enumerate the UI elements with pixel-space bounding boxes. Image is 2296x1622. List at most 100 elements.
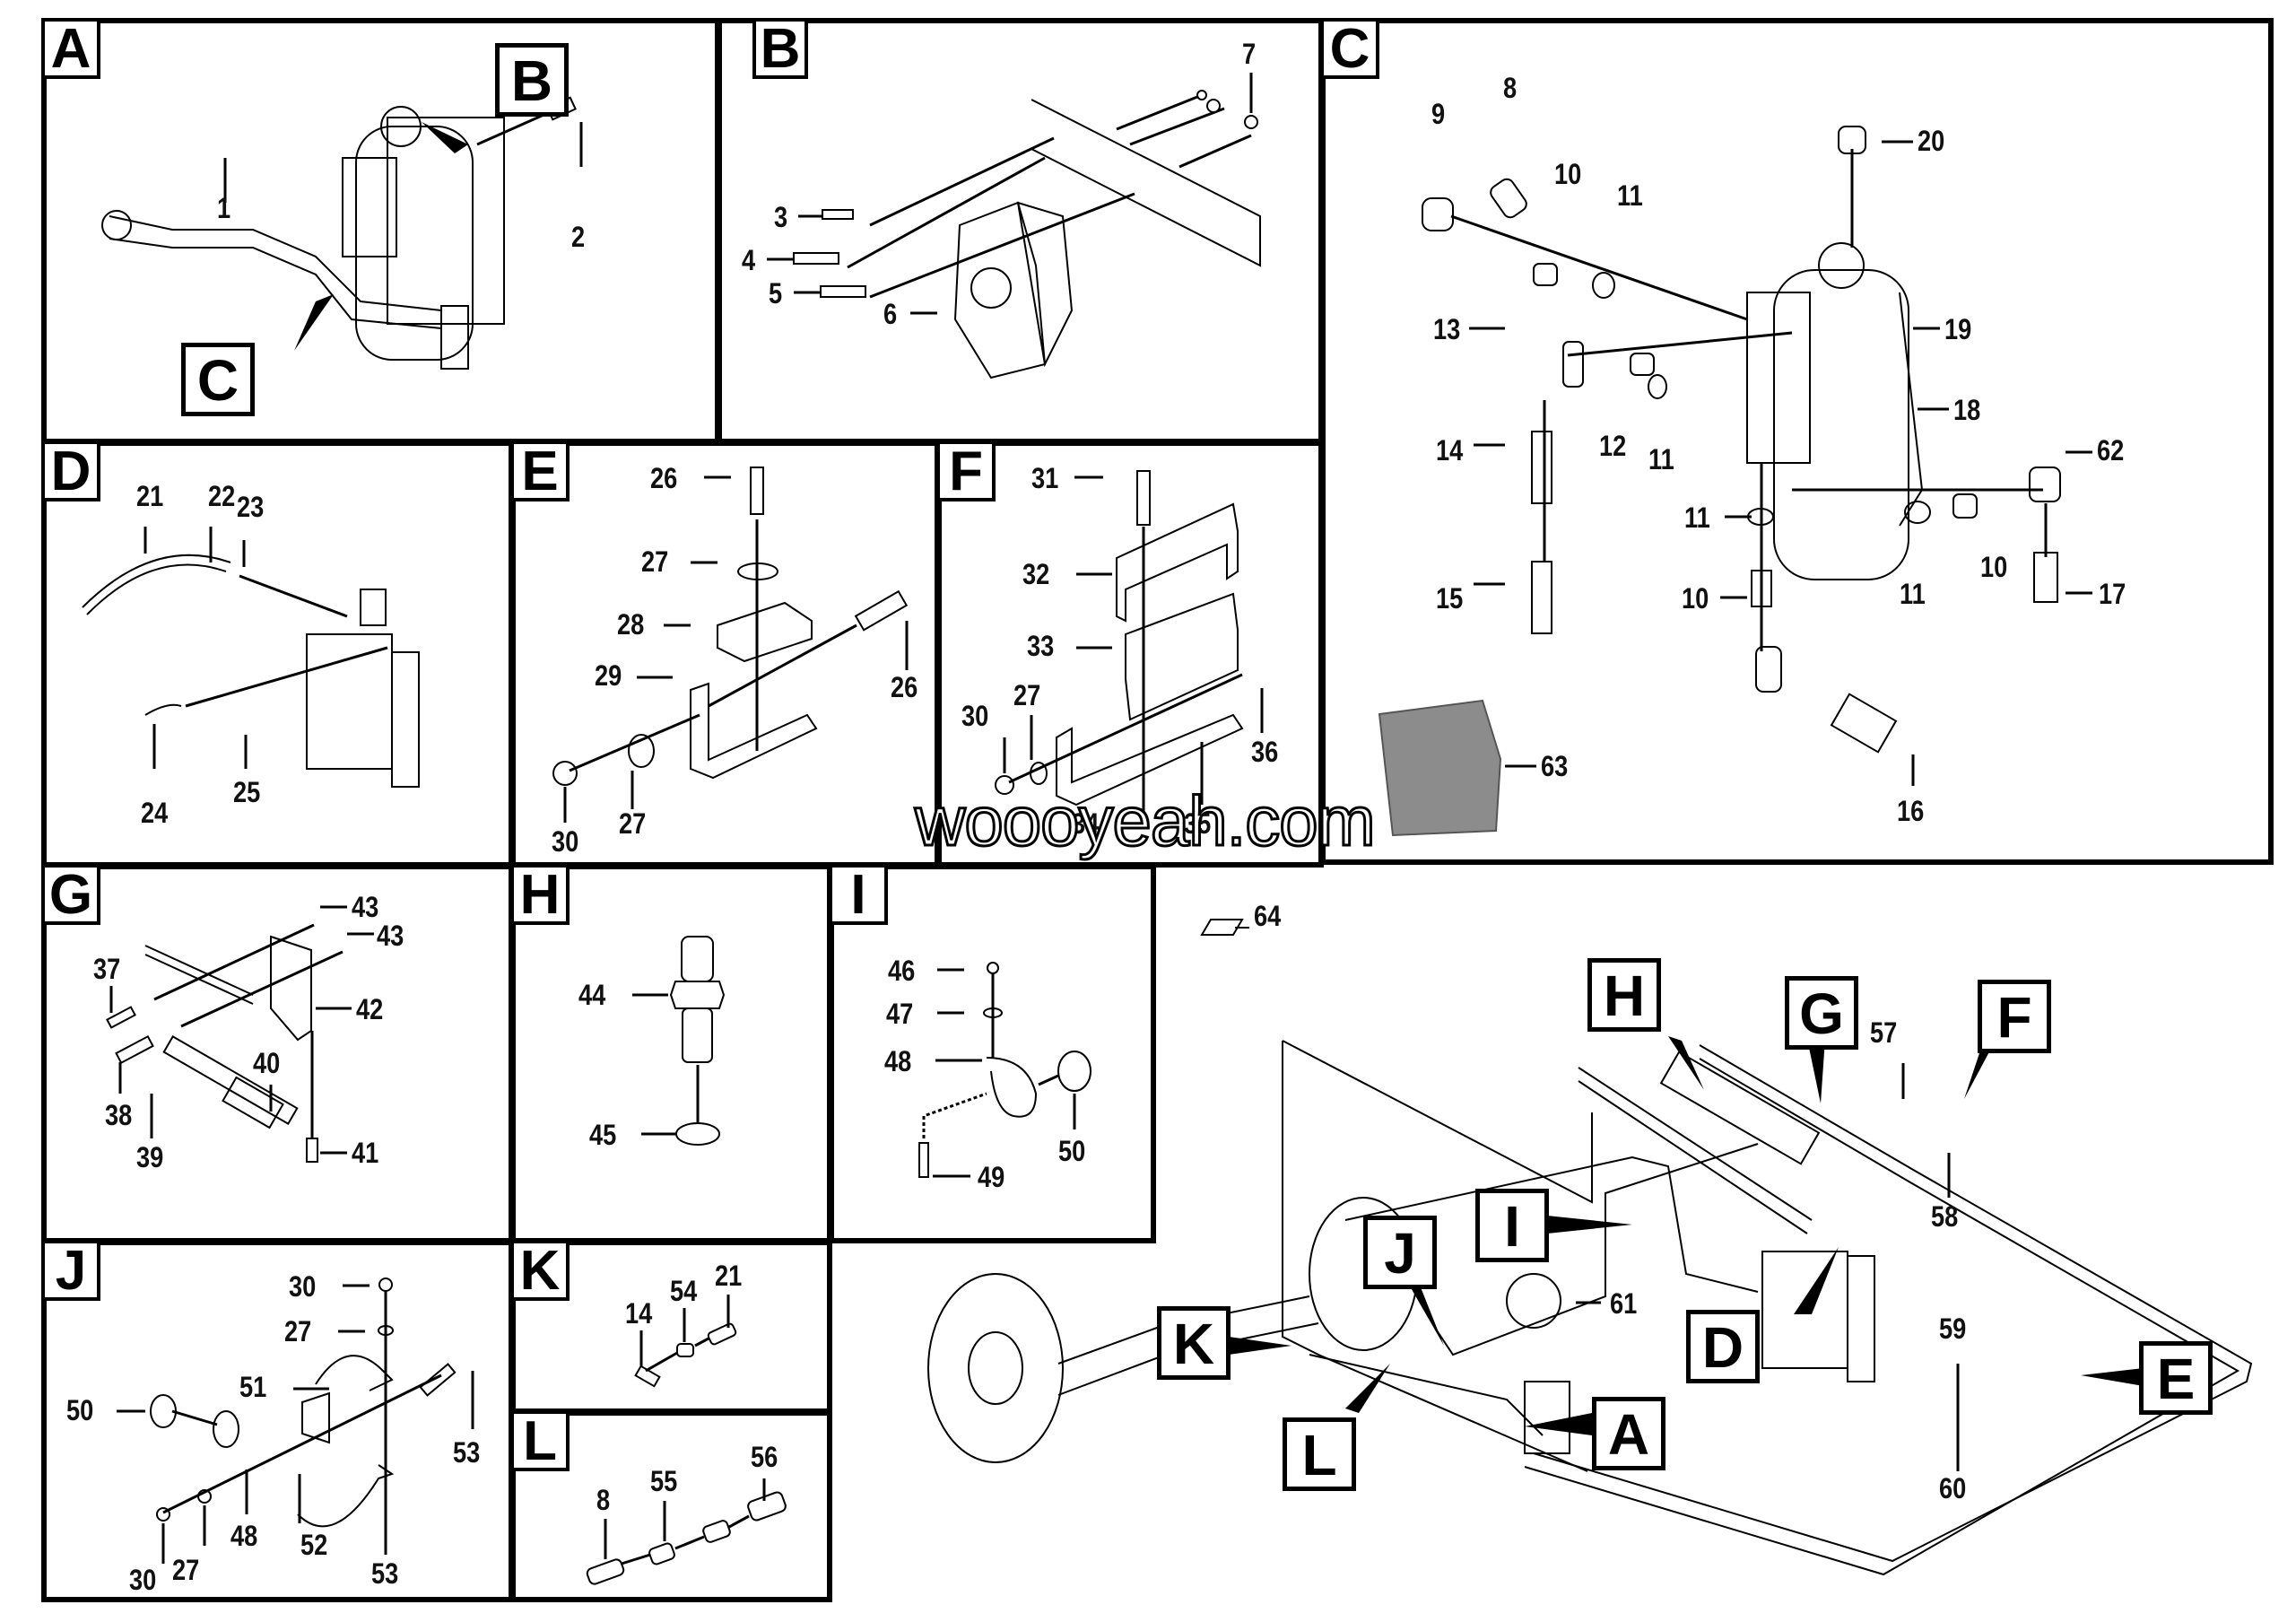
panel-d: D 21 22 23 24 25 — [41, 440, 514, 868]
panel-b-tag: B — [752, 22, 808, 79]
panel-b: B 7 3 4 5 6 — [717, 18, 1324, 444]
part-11-label: 11 — [1617, 179, 1643, 212]
panel-l-tag: L — [514, 1414, 570, 1471]
part-36-label: 36 — [1251, 736, 1279, 768]
part-61-label: 61 — [1610, 1287, 1638, 1320]
part-34-label: 34 — [1072, 807, 1100, 840]
panel-k: K 14 54 21 — [510, 1240, 832, 1414]
mounting-bracket-illustration — [767, 73, 1261, 379]
part-43b-label: 43 — [377, 920, 404, 952]
part-25-label: 25 — [233, 776, 261, 808]
panel-i: I 46 47 48 50 49 — [829, 864, 1156, 1243]
part-53a-label: 53 — [453, 1436, 481, 1469]
part-29-label: 29 — [595, 659, 622, 692]
part-19-label: 19 — [1944, 313, 1972, 345]
part-42-label: 42 — [356, 993, 384, 1025]
callout-pointer-c — [294, 294, 334, 351]
overview-callout-f[interactable]: F — [1978, 980, 2051, 1053]
overview-callout-k[interactable]: K — [1157, 1306, 1231, 1380]
pipe-clamp-illustration-f — [995, 470, 1264, 814]
part-52-label: 52 — [300, 1529, 328, 1561]
part-60-label: 60 — [1939, 1472, 1967, 1504]
part-12-label: 12 — [1599, 430, 1627, 462]
part-27b-label: 27 — [172, 1554, 200, 1586]
part-33-label: 33 — [1027, 630, 1055, 662]
part-37-label: 37 — [93, 953, 121, 985]
panel-h-tag: H — [514, 868, 570, 925]
part-9-label: 9 — [1431, 98, 1446, 130]
part-17-label: 17 — [2099, 578, 2126, 610]
panel-i-tag: I — [832, 868, 888, 925]
part-56-label: 56 — [751, 1441, 778, 1473]
part-21-label: 21 — [715, 1260, 743, 1292]
part-20-label: 20 — [1918, 125, 1945, 157]
part-58-label: 58 — [1931, 1200, 1959, 1233]
part-54-label: 54 — [670, 1275, 698, 1307]
part-7-label: 7 — [1242, 38, 1257, 70]
part-48-label: 48 — [230, 1520, 258, 1552]
steering-gear-illustration — [101, 96, 583, 370]
part-51-label: 51 — [239, 1371, 267, 1403]
part-4-label: 4 — [742, 244, 756, 276]
part-39-label: 39 — [136, 1141, 164, 1173]
overview-callout-l[interactable]: L — [1283, 1417, 1356, 1491]
part-24-label: 24 — [141, 797, 169, 829]
part-27-label: 27 — [1013, 679, 1041, 711]
panel-a-tag: A — [45, 22, 100, 79]
part-43a-label: 43 — [352, 891, 379, 923]
part-47-label: 47 — [886, 998, 914, 1030]
part-13-label: 13 — [1433, 313, 1461, 345]
part-14-label: 14 — [625, 1297, 653, 1330]
panel-d-tag: D — [45, 444, 100, 501]
steering-cylinder-illustration — [106, 905, 374, 1163]
steering-gear-fittings-illustration — [1378, 126, 2092, 837]
overview-callout-h[interactable]: H — [1587, 958, 1661, 1032]
part-49-label: 49 — [978, 1161, 1005, 1193]
panel-f-tag: F — [940, 444, 996, 501]
overview-callout-i[interactable]: I — [1475, 1189, 1549, 1262]
part-15-label: 15 — [1436, 582, 1464, 615]
part-21-label: 21 — [136, 480, 164, 512]
fitting-illustration-l — [586, 1478, 787, 1585]
part-27a-label: 27 — [284, 1315, 312, 1347]
fitting-illustration-k — [634, 1295, 737, 1388]
part-16-label: 16 — [1897, 795, 1925, 827]
part-2-label: 2 — [571, 221, 586, 253]
manual-reference-icon — [1200, 919, 1249, 936]
part-62-label: 62 — [2097, 434, 2125, 467]
part-10-label: 10 — [1554, 158, 1582, 190]
panel-g-tag: G — [45, 868, 100, 925]
part-53b-label: 53 — [371, 1557, 399, 1590]
callout-c[interactable]: C — [181, 343, 255, 416]
part-5-label: 5 — [769, 277, 783, 310]
part-45-label: 45 — [589, 1119, 617, 1151]
pipe-clamp-illustration-e — [552, 467, 909, 823]
part-22-label: 22 — [208, 480, 236, 512]
panel-c: C — [1320, 18, 2274, 865]
part-11c-label: 11 — [1684, 501, 1710, 534]
part-44-label: 44 — [578, 979, 606, 1011]
overview-callout-d[interactable]: D — [1686, 1310, 1760, 1383]
part-31-label: 31 — [1031, 462, 1059, 494]
part-59-label: 59 — [1939, 1312, 1967, 1345]
manual-reference-64-label: 64 — [1254, 900, 1282, 932]
part-38-label: 38 — [105, 1099, 133, 1131]
part-6-label: 6 — [883, 298, 898, 330]
reservoir-illustration — [82, 527, 420, 788]
pipe-bracket-illustration-j — [117, 1278, 474, 1564]
part-35-label: 35 — [1184, 807, 1212, 840]
overview-callout-a[interactable]: A — [1592, 1397, 1665, 1470]
part-10b-label: 10 — [1980, 551, 2008, 583]
part-27a-label: 27 — [641, 545, 669, 578]
overview-callout-j[interactable]: J — [1363, 1216, 1437, 1289]
part-10c-label: 10 — [1682, 582, 1709, 615]
panel-e: E 26 27 28 29 26 30 27 — [510, 440, 940, 868]
panel-h: H 44 45 — [510, 864, 832, 1243]
callout-b[interactable]: B — [495, 43, 569, 117]
overview-callout-e[interactable]: E — [2139, 1341, 2213, 1415]
part-1-label: 1 — [217, 192, 231, 224]
part-18-label: 18 — [1953, 394, 1981, 426]
overview-callout-g[interactable]: G — [1785, 976, 1858, 1050]
panel-f: F 31 32 33 27 30 36 34 35 — [936, 440, 1324, 868]
part-26b-label: 26 — [891, 671, 918, 703]
